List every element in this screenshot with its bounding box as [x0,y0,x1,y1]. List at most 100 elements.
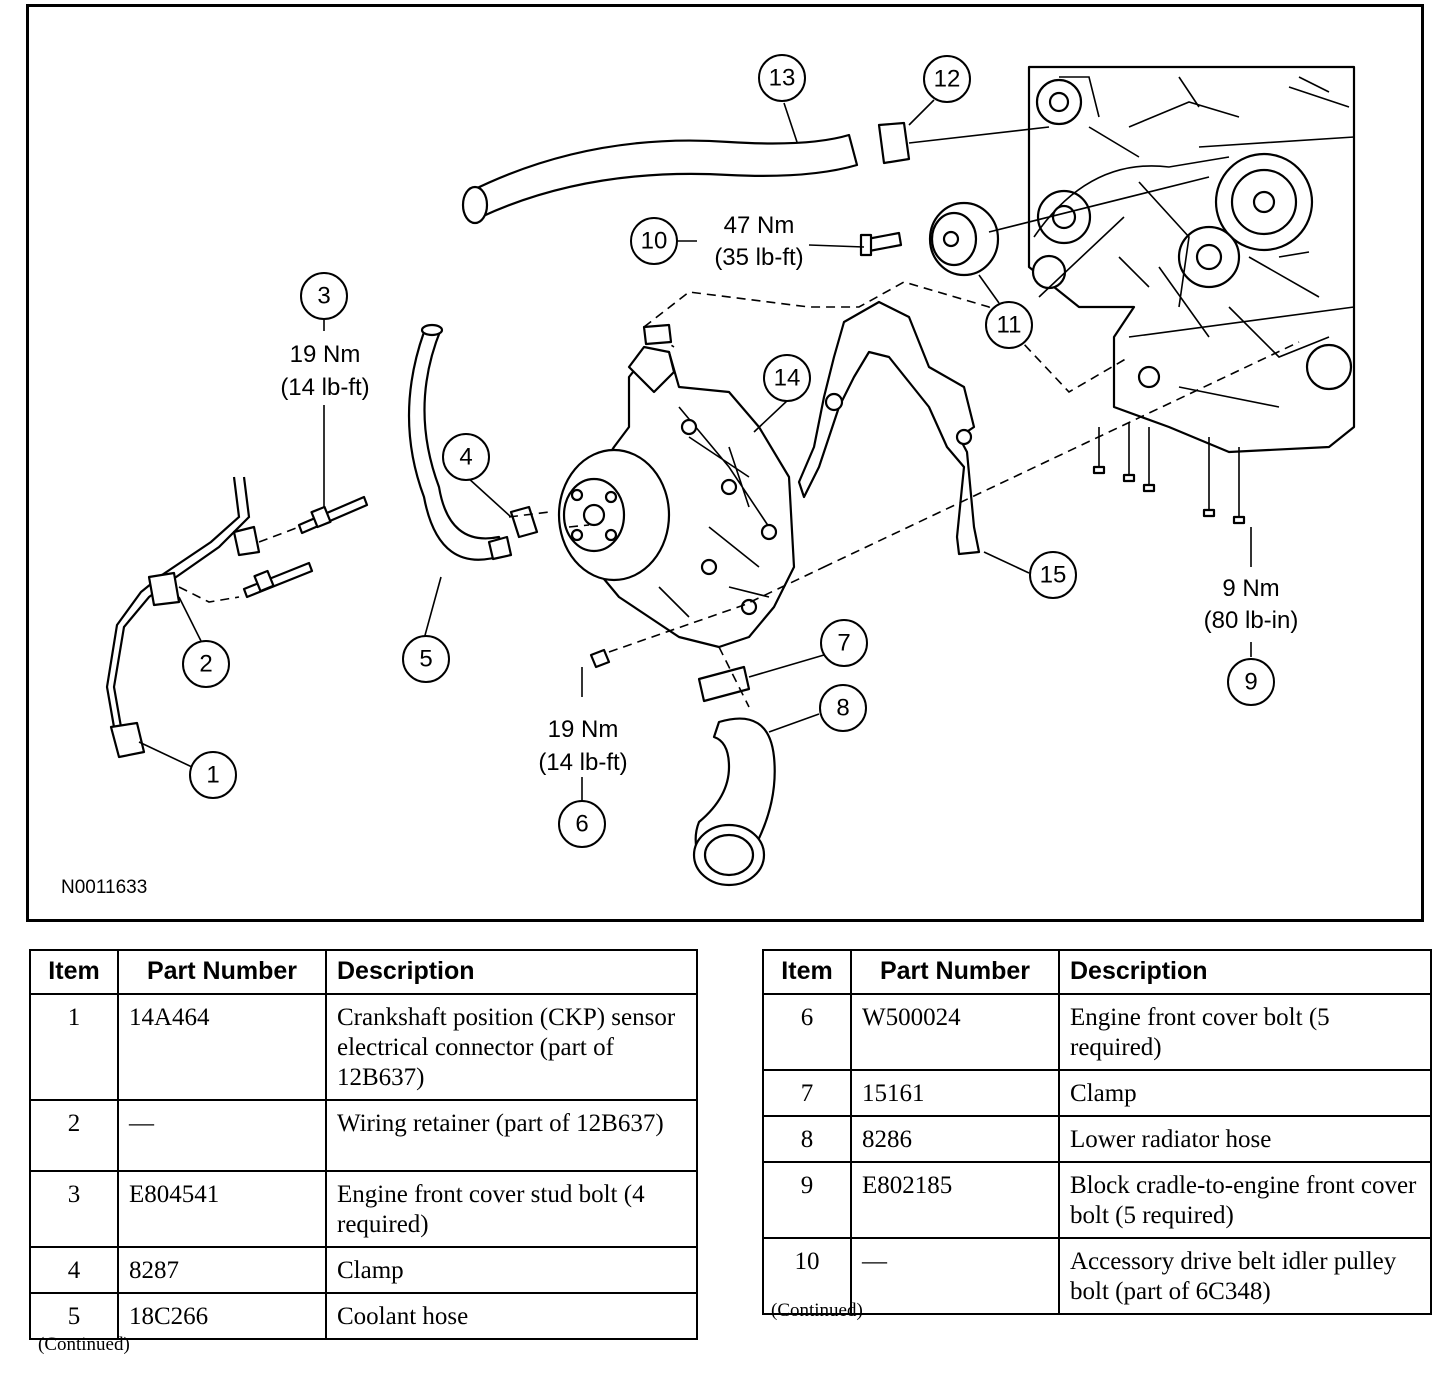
cell-part: E804541 [117,1170,327,1248]
svg-text:19 Nm: 19 Nm [548,716,619,743]
callout-12: 12 [923,55,971,103]
table-row: 6 W500024 Engine front cover bolt (5 req… [762,993,1432,1071]
svg-text:19 Nm: 19 Nm [290,341,361,368]
cell-desc: Block cradle-to-engine front cover bolt … [1058,1161,1432,1239]
front-cover-gasket [797,300,981,556]
callout-10: 10 [630,217,678,265]
cell-desc: Engine front cover stud bolt (4 required… [325,1170,698,1248]
svg-text:6: 6 [575,811,588,838]
cell-part: 14A464 [117,993,327,1101]
figure-code: N0011633 [61,877,147,898]
upper-hose [467,133,859,219]
cell-desc: Coolant hose [325,1292,698,1340]
torque-3: 19 Nm (14 lb-ft) [280,341,369,401]
svg-text:7: 7 [837,630,850,657]
cell-part: 15161 [850,1069,1060,1117]
cell-item: 6 [762,993,852,1071]
cell-item: 2 [29,1099,119,1172]
header-description: Description [1058,949,1432,995]
cell-item: 1 [29,993,119,1101]
cell-part: W500024 [850,993,1060,1071]
cell-part: — [850,1237,1060,1315]
callout-8: 8 [819,684,867,732]
cell-item: 5 [29,1292,119,1340]
cell-item: 9 [762,1161,852,1239]
callout-7: 7 [820,619,868,667]
cell-desc: Crankshaft position (CKP) sensor electri… [325,993,698,1101]
cell-item: 3 [29,1170,119,1248]
header-item: Item [762,949,852,995]
svg-text:(80 lb-in): (80 lb-in) [1204,607,1299,634]
table-row: 10 — Accessory drive belt idler pulley b… [762,1237,1432,1315]
svg-text:13: 13 [769,65,796,92]
engine-block [1027,65,1356,525]
callout-3: 3 [300,272,348,320]
parts-table-right: Item Part Number Description 6 W500024 E… [762,949,1432,1315]
svg-text:15: 15 [1040,562,1067,589]
cell-item: 7 [762,1069,852,1117]
callout-15: 15 [1029,551,1077,599]
cell-part: E802185 [850,1161,1060,1239]
svg-text:14: 14 [774,365,801,392]
callout-4: 4 [442,433,490,481]
header-item: Item [29,949,119,995]
svg-text:11: 11 [997,312,1022,339]
torque-10: 47 Nm (35 lb-ft) [714,212,803,271]
header-part-number: Part Number [850,949,1060,995]
header-description: Description [325,949,698,995]
cell-part: 8287 [117,1246,327,1294]
cell-desc: Lower radiator hose [1058,1115,1432,1163]
cell-desc: Clamp [325,1246,698,1294]
svg-text:3: 3 [317,283,330,310]
callout-11: 11 [985,301,1033,349]
cell-item: 8 [762,1115,852,1163]
clamp-12 [877,121,911,165]
svg-text:(35 lb-ft): (35 lb-ft) [714,244,803,271]
cell-item: 4 [29,1246,119,1294]
torque-9: 9 Nm (80 lb-in) [1204,575,1299,634]
cell-part: 18C266 [117,1292,327,1340]
cell-desc: Clamp [1058,1069,1432,1117]
svg-text:10: 10 [641,228,668,255]
table-row: 3 E804541 Engine front cover stud bolt (… [29,1170,698,1248]
cell-desc: Accessory drive belt idler pulley bolt (… [1058,1237,1432,1315]
callout-13: 13 [758,54,806,102]
svg-text:(14 lb-ft): (14 lb-ft) [538,749,627,776]
continued-note-right: (Continued) [771,1300,863,1321]
svg-text:4: 4 [459,444,472,471]
torque-6: 19 Nm (14 lb-ft) [538,716,627,776]
svg-text:2: 2 [199,651,212,678]
callout-5: 5 [402,635,450,683]
exploded-view-figure: 1 2 3 4 5 6 7 8 9 10 11 12 13 14 15 19 N… [26,4,1424,922]
svg-text:9 Nm: 9 Nm [1222,575,1279,602]
table-row: 7 15161 Clamp [762,1069,1432,1117]
callout-1: 1 [189,751,237,799]
callout-2: 2 [182,640,230,688]
header-part-number: Part Number [117,949,327,995]
table-row: 9 E802185 Block cradle-to-engine front c… [762,1161,1432,1239]
table-row: 8 8286 Lower radiator hose [762,1115,1432,1163]
cell-desc: Wiring retainer (part of 12B637) [325,1099,698,1172]
table-row: 4 8287 Clamp [29,1246,698,1294]
svg-text:(14 lb-ft): (14 lb-ft) [280,374,369,401]
parts-table-left: Item Part Number Description 1 14A464 Cr… [29,949,698,1340]
cell-part: 8286 [850,1115,1060,1163]
continued-note-left: (Continued) [38,1334,130,1355]
table-row: 2 — Wiring retainer (part of 12B637) [29,1099,698,1172]
table-header: Item Part Number Description [29,949,698,995]
svg-text:1: 1 [206,762,219,789]
cell-item: 10 [762,1237,852,1315]
cell-part: — [117,1099,327,1172]
svg-text:8: 8 [836,695,849,722]
callout-14: 14 [763,354,811,402]
svg-text:12: 12 [934,66,961,93]
svg-text:47 Nm: 47 Nm [724,212,795,239]
callout-9: 9 [1227,658,1275,706]
engine-diagram: 1 2 3 4 5 6 7 8 9 10 11 12 13 14 15 19 N… [61,54,1356,898]
callout-6: 6 [558,800,606,848]
table-row: 1 14A464 Crankshaft position (CKP) senso… [29,993,698,1101]
table-row: 5 18C266 Coolant hose [29,1292,698,1340]
svg-text:9: 9 [1244,669,1257,696]
table-header: Item Part Number Description [762,949,1432,995]
cell-desc: Engine front cover bolt (5 required) [1058,993,1432,1071]
